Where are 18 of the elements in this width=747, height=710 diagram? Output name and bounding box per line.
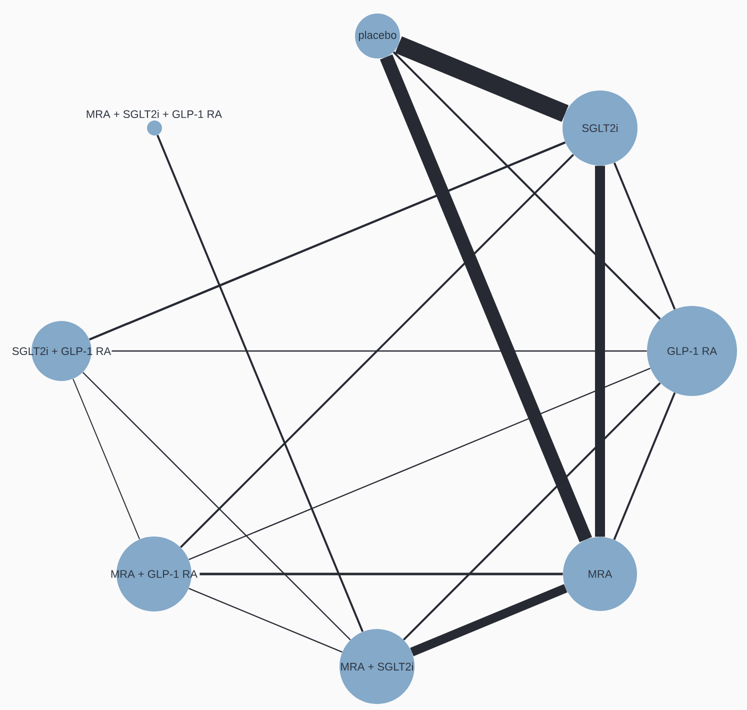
network-edge — [72, 378, 140, 540]
network-edge — [410, 584, 568, 656]
network-edge — [395, 36, 569, 122]
network-edge — [188, 368, 650, 560]
network-edge — [392, 51, 661, 320]
network-edge — [613, 392, 676, 540]
network-edge — [180, 154, 574, 548]
network-edge — [156, 134, 364, 632]
network-edge — [188, 588, 342, 653]
network-edge — [380, 54, 592, 542]
network-edge — [82, 372, 351, 640]
network-edge — [595, 166, 605, 537]
network-edge — [112, 350, 647, 352]
network-edge — [613, 162, 676, 310]
network-edge — [88, 141, 566, 340]
node-label: MRA + SGLT2i + GLP-1 RA — [86, 110, 222, 118]
network-edge — [402, 382, 661, 641]
network-edge — [200, 572, 563, 576]
